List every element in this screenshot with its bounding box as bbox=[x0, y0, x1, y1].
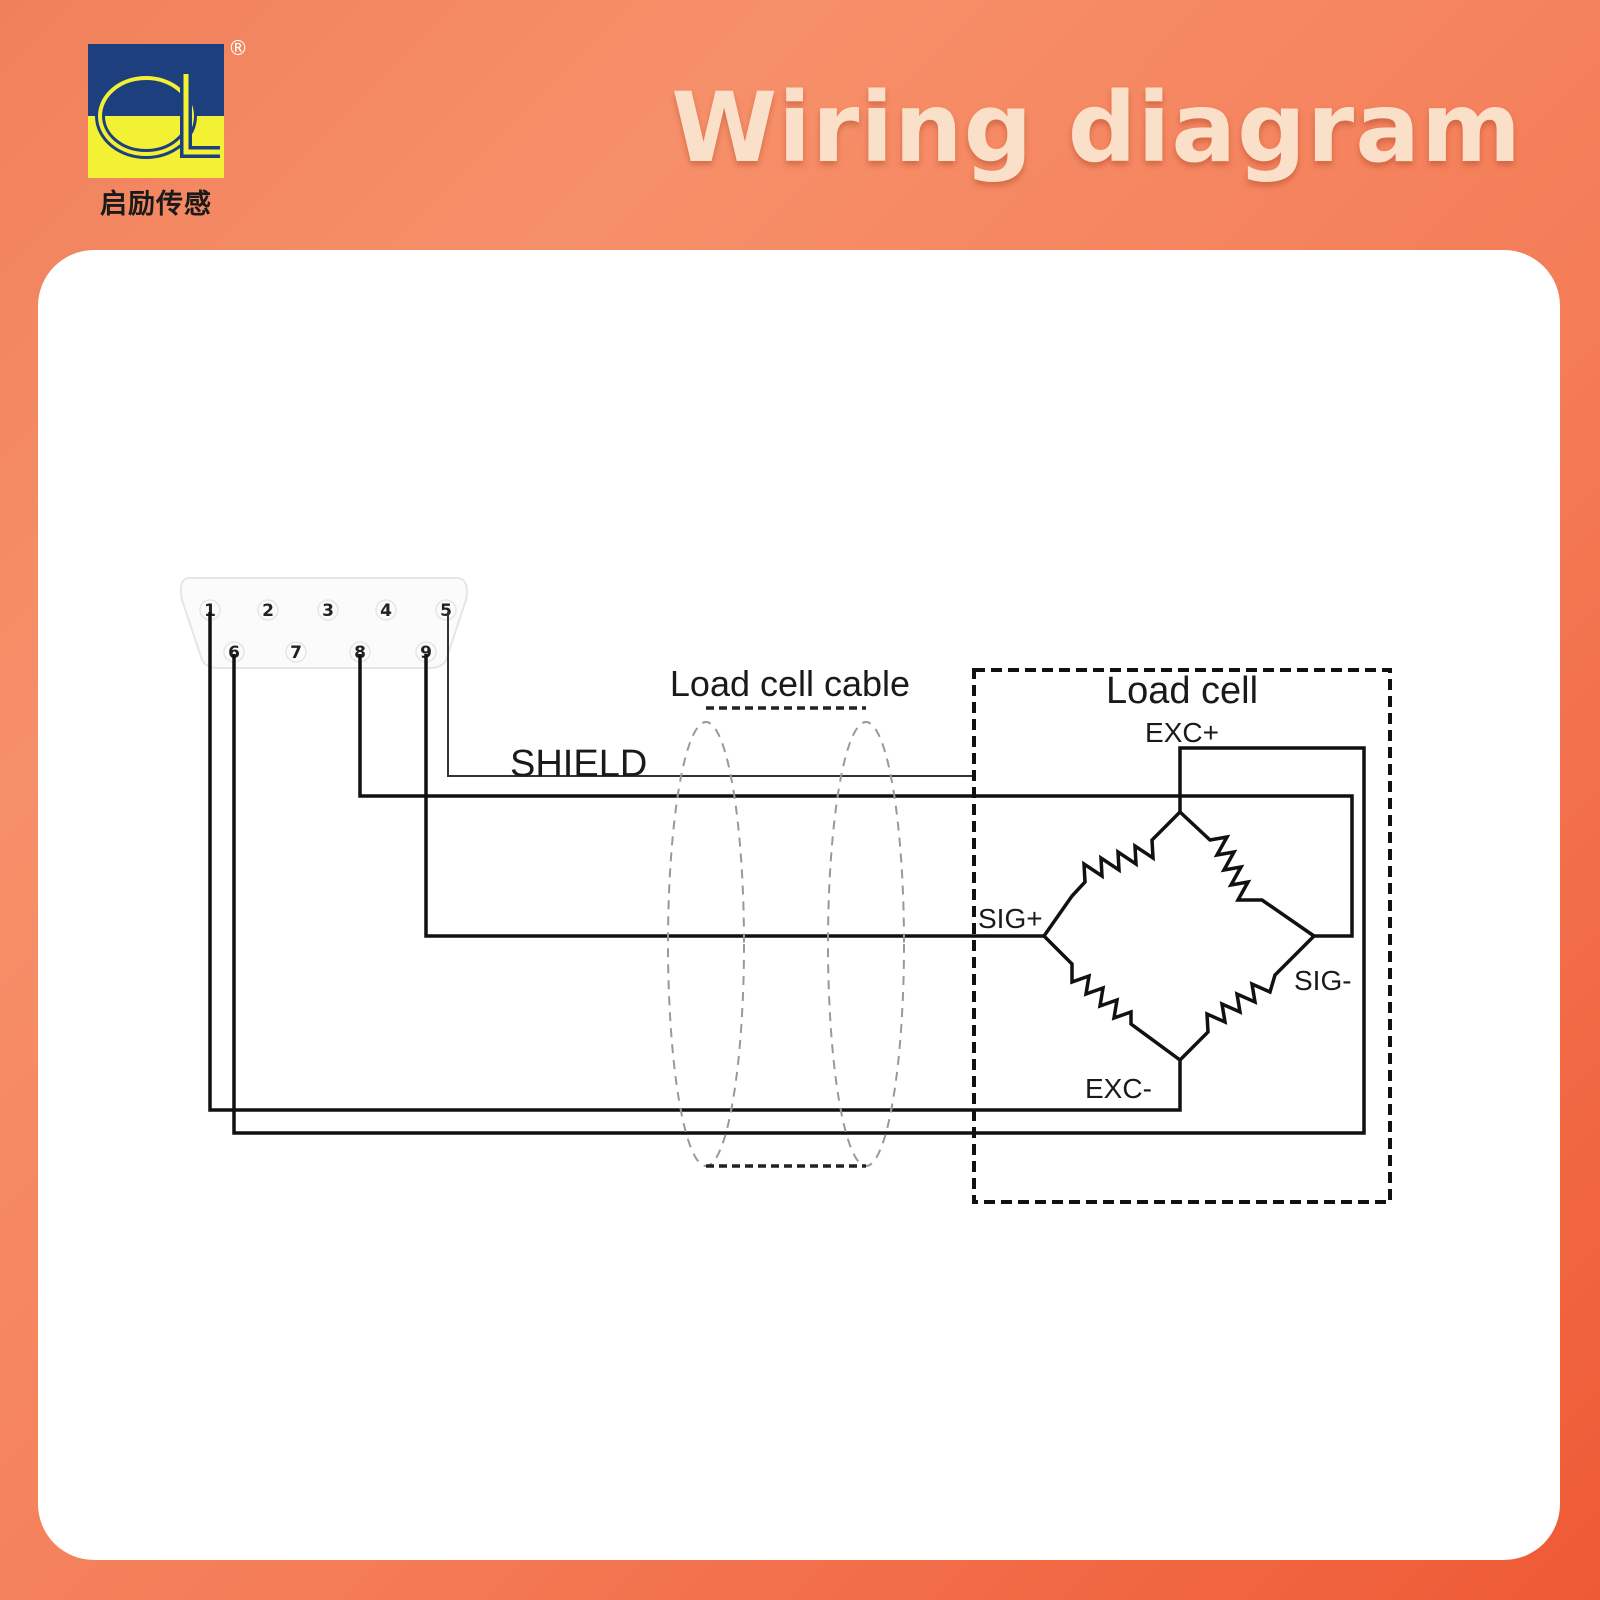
brand-name: 启励传感 bbox=[100, 189, 212, 220]
page-title: Wiring diagram bbox=[671, 72, 1522, 184]
load-cell-label: Load cell bbox=[1106, 670, 1258, 712]
shield-label: SHIELD bbox=[510, 743, 647, 785]
sig-plus-label: SIG+ bbox=[978, 903, 1043, 934]
svg-text:9: 9 bbox=[420, 643, 432, 663]
pin-5: 5 bbox=[435, 599, 457, 621]
wire-pin-9-sig-plus bbox=[424, 654, 1044, 938]
svg-text:4: 4 bbox=[380, 601, 392, 621]
brand-logo: ® 启励传感 bbox=[88, 36, 248, 220]
pin-7: 7 bbox=[285, 641, 307, 663]
cable-shield-right bbox=[827, 721, 905, 1167]
registered-mark: ® bbox=[228, 36, 248, 60]
svg-text:5: 5 bbox=[440, 601, 452, 621]
pin-4: 4 bbox=[375, 599, 397, 621]
exc-plus-label: EXC+ bbox=[1145, 717, 1219, 748]
wire-pin-6-exc-plus bbox=[232, 654, 1366, 1135]
cable-shield-left bbox=[667, 721, 745, 1167]
wire-pin-5-shield bbox=[447, 612, 974, 777]
cable-label: Load cell cable bbox=[670, 663, 910, 704]
svg-text:6: 6 bbox=[228, 643, 240, 663]
exc-minus-label: EXC- bbox=[1085, 1073, 1152, 1104]
resistor-bottom-left bbox=[1042, 934, 1182, 1062]
svg-text:1: 1 bbox=[204, 601, 216, 621]
resistor-bottom-right bbox=[1178, 934, 1316, 1062]
wire-pin-8-sense bbox=[358, 654, 1354, 938]
svg-text:7: 7 bbox=[290, 643, 302, 663]
svg-text:8: 8 bbox=[354, 643, 366, 663]
wiring-diagram: 1 2 3 4 5 6 7 8 9 bbox=[179, 577, 1392, 1204]
resistor-top-left bbox=[1042, 810, 1182, 938]
pin-2: 2 bbox=[257, 599, 279, 621]
ql-logo-icon bbox=[95, 73, 220, 159]
svg-text:3: 3 bbox=[322, 601, 334, 621]
svg-text:2: 2 bbox=[262, 601, 274, 621]
logo-badge bbox=[88, 44, 224, 178]
diagram-card: 1 2 3 4 5 6 7 8 9 bbox=[38, 250, 1560, 1560]
load-cell-box bbox=[972, 668, 1392, 1204]
resistor-top-right bbox=[1178, 810, 1315, 938]
db9-connector bbox=[179, 577, 468, 669]
pin-3: 3 bbox=[317, 599, 339, 621]
wire-pin-1-exc-minus bbox=[208, 612, 1182, 1112]
sig-minus-label: SIG- bbox=[1294, 965, 1352, 996]
